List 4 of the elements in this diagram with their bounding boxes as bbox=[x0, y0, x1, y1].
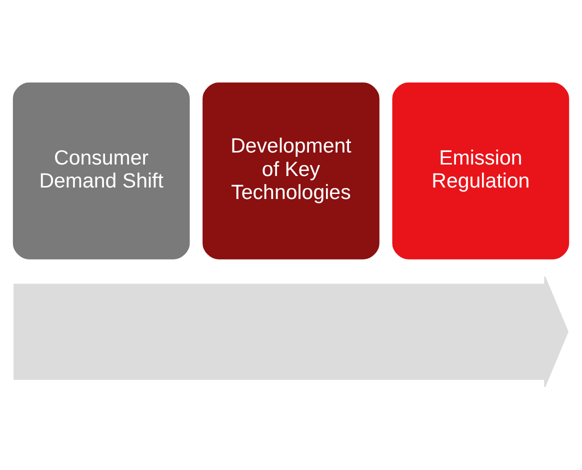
node-arrow bbox=[14, 276, 569, 388]
node-box: Development of Key Technologies bbox=[202, 82, 380, 260]
node-box: Emission Regulation bbox=[392, 82, 570, 260]
node-box: Consumer Demand Shift bbox=[12, 82, 190, 260]
